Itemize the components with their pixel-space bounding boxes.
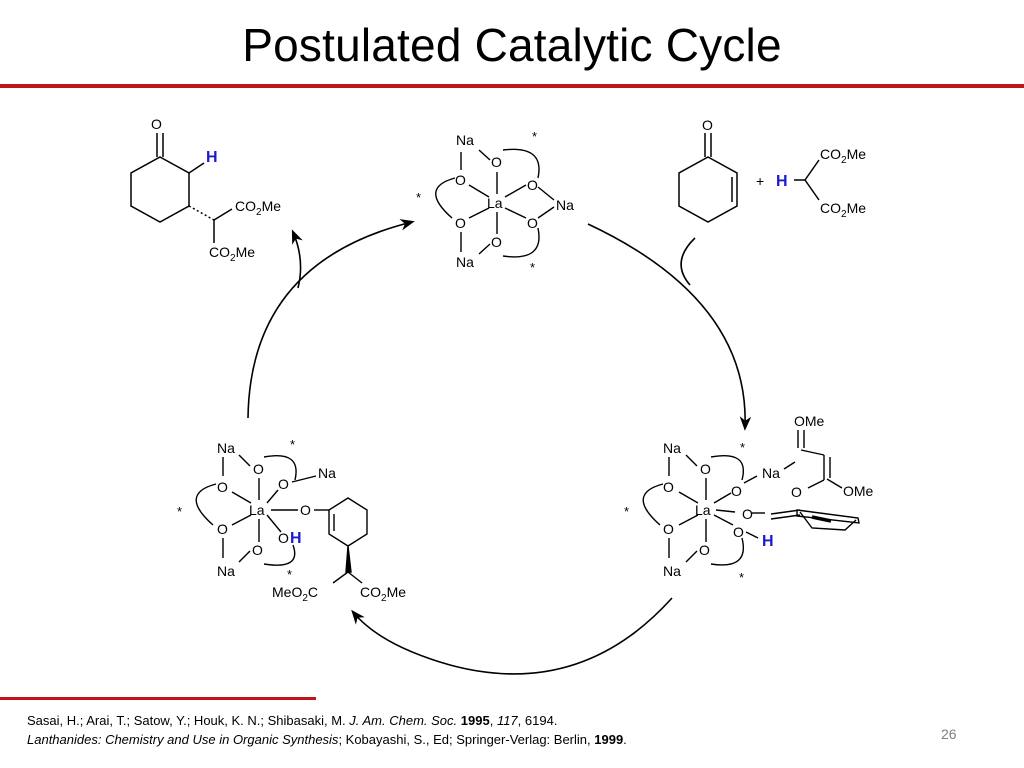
catalyst-na: Na [456, 132, 474, 148]
catalyst-o: O [527, 177, 538, 193]
complex-h-label: H [762, 533, 774, 550]
complex-na: Na [663, 563, 681, 579]
complex-labels: Na O O O Na O La O O O H O Na OMe OMe * … [624, 413, 874, 585]
complex-o: O [742, 506, 753, 522]
adduct-o: O [300, 502, 311, 518]
catalyst-na: Na [456, 254, 474, 270]
complex-o: O [699, 542, 710, 558]
complex-na: Na [663, 440, 681, 456]
reference-2: Lanthanides: Chemistry and Use in Organi… [27, 732, 627, 747]
arrow-complex-to-adduct [351, 597, 673, 675]
complex-o: O [731, 483, 742, 499]
catalyst-labasb [435, 148, 555, 258]
enone-o: O [702, 117, 713, 133]
title-divider [0, 84, 1024, 88]
adduct-na: Na [217, 440, 235, 456]
malonate-ester-label: CO2Me [820, 200, 866, 220]
dimethyl-malonate [794, 159, 820, 201]
adduct-la: La [249, 502, 265, 518]
adduct-na: Na [217, 563, 235, 579]
references: Sasai, H.; Arai, T.; Satow, Y.; Houk, K.… [27, 711, 627, 749]
adduct-o: O [252, 542, 263, 558]
arrow-enone-entry [680, 237, 696, 286]
complex-o: O [791, 484, 802, 500]
malonate-ester-label: CO2Me [820, 146, 866, 166]
stereo-star: * [532, 129, 537, 144]
adduct-o: O [253, 461, 264, 477]
adduct-labels: Na O O O Na La O O O H O Na MeO2C CO2Me … [177, 437, 406, 604]
complex-o: O [733, 524, 744, 540]
catalyst-o: O [455, 172, 466, 188]
adduct-o: O [217, 521, 228, 537]
catalyst-o: O [491, 234, 502, 250]
reference-divider [0, 697, 316, 700]
catalyst-labels: Na O O O La Na O O O Na * * * [416, 129, 574, 275]
slide-title: Postulated Catalytic Cycle [242, 19, 782, 71]
stereo-star: * [624, 504, 629, 519]
catalyst-o: O [491, 154, 502, 170]
adduct-na: Na [318, 465, 336, 481]
adduct-o: O [217, 479, 228, 495]
catalyst-o: O [527, 215, 538, 231]
product-carbonyl-o: O [151, 116, 162, 132]
adduct-o: O [278, 476, 289, 492]
complex-ome-label: OMe [843, 483, 874, 499]
product-ester-label: CO2Me [209, 244, 255, 264]
stereo-star: * [287, 567, 292, 582]
complex-ome-label: OMe [794, 413, 825, 429]
adduct-complex [195, 454, 368, 584]
complex-o: O [700, 461, 711, 477]
catalyst-la: La [487, 195, 503, 211]
catalyst-na: Na [556, 197, 574, 213]
stereo-star: * [177, 504, 182, 519]
malonate-h-label: H [776, 173, 788, 190]
stereo-star: * [740, 440, 745, 455]
adduct-ester-label: MeO2C [272, 584, 318, 604]
product-molecule [130, 133, 233, 243]
adduct-ester-label: CO2Me [360, 584, 406, 604]
cyclohexenone [678, 133, 738, 223]
adduct-h-label: H [290, 530, 302, 547]
catalyst-o: O [455, 215, 466, 231]
product-labels: O H CO2Me CO2Me [151, 116, 281, 264]
plus-sign: + [756, 173, 764, 189]
arrow-catalyst-to-complex [587, 223, 752, 431]
reference-1: Sasai, H.; Arai, T.; Satow, Y.; Houk, K.… [27, 713, 558, 728]
arrow-adduct-to-catalyst [247, 219, 415, 419]
arrow-product-release [291, 229, 303, 289]
enone-complex [642, 430, 860, 566]
stereo-star: * [530, 260, 535, 275]
adduct-o: O [278, 530, 289, 546]
stereo-star: * [739, 570, 744, 585]
product-h-label: H [206, 149, 218, 166]
complex-na: Na [762, 465, 780, 481]
complex-o: O [663, 479, 674, 495]
cycle-arrows [247, 219, 752, 675]
stereo-star: * [416, 190, 421, 205]
stereo-star: * [290, 437, 295, 452]
page-number: 26 [941, 726, 957, 742]
product-ester-label: CO2Me [235, 198, 281, 218]
complex-o: O [663, 521, 674, 537]
complex-la: La [695, 502, 711, 518]
